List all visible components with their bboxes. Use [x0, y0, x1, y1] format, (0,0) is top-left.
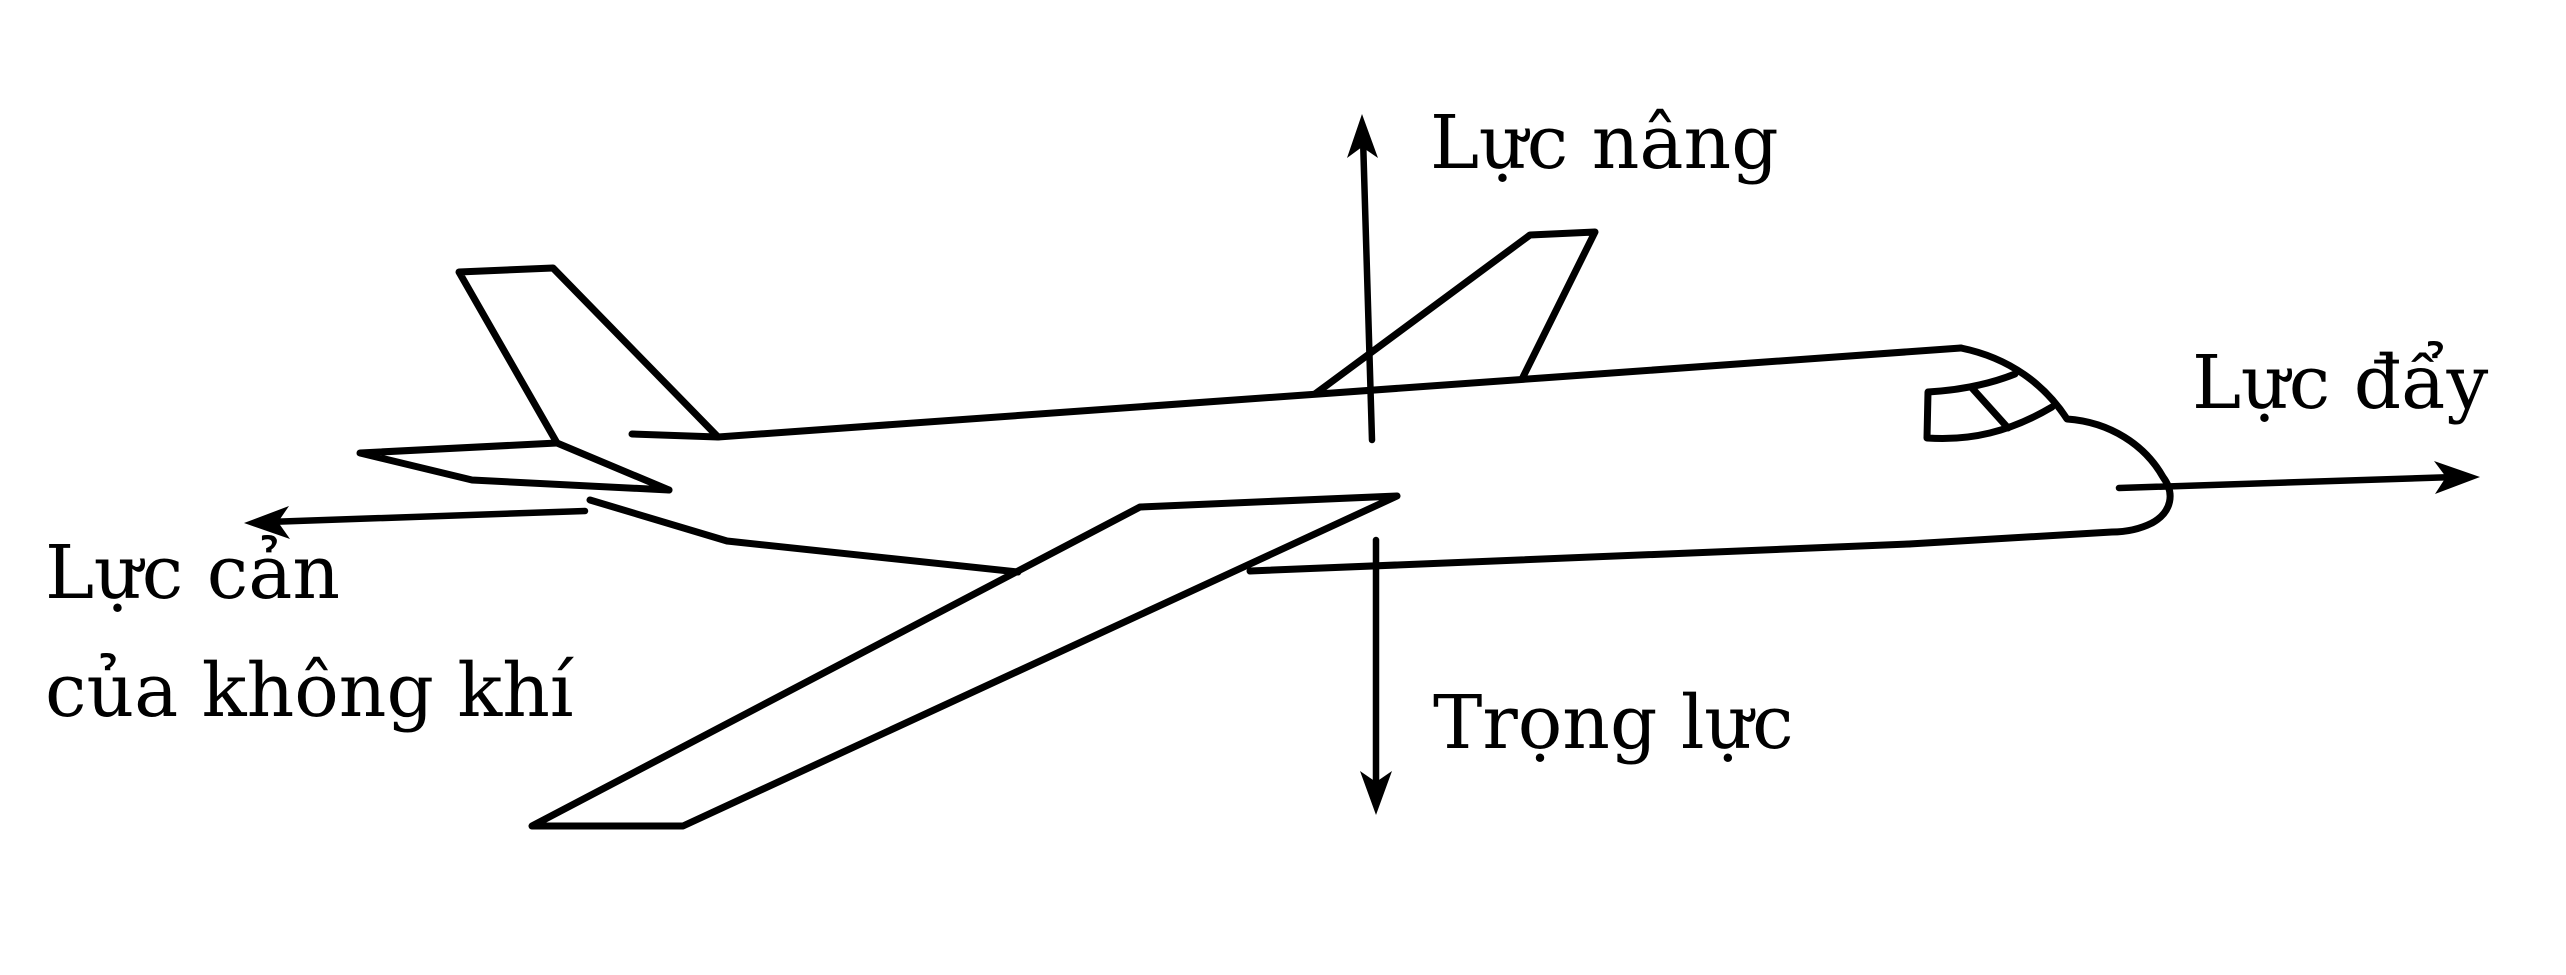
- near-wing: [528, 492, 1401, 830]
- lift-label: Lực nâng: [1430, 100, 1779, 186]
- thrust-arrowhead: [2434, 461, 2480, 494]
- fuselage-top: [714, 344, 1965, 441]
- horizontal-stabilizer: [356, 439, 673, 494]
- cockpit-window: [1923, 370, 2056, 442]
- thrust-label: Lực đẩy: [2192, 340, 2488, 426]
- drag-label-line1: Lực cản: [45, 530, 340, 616]
- weight-label: Trọng lực: [1433, 680, 1794, 766]
- weight-arrowhead: [1360, 771, 1392, 815]
- rear-fuselage-bottom: [586, 496, 1022, 576]
- drag-arrowhead: [244, 506, 290, 539]
- lift-arrowhead: [1347, 114, 1378, 158]
- force-labels: Lực nâng Lực đẩy Lực cản của không khí T…: [45, 100, 2488, 766]
- airplane: [356, 228, 2174, 830]
- nose-outline: [1905, 344, 2174, 548]
- lift-arrow-shaft: [1359, 134, 1376, 444]
- rear-fuselage-stub: [628, 430, 722, 441]
- force-arrows: [244, 114, 2480, 815]
- fuselage-bottom: [1246, 540, 1913, 575]
- tail-fin: [455, 264, 722, 494]
- drag-arrow-shaft: [264, 507, 589, 526]
- drag-label-line2: của không khí: [45, 648, 575, 734]
- far-wing: [1311, 228, 1599, 398]
- thrust-arrow-shaft: [2115, 473, 2459, 492]
- cockpit-window-divider: [1968, 384, 2012, 432]
